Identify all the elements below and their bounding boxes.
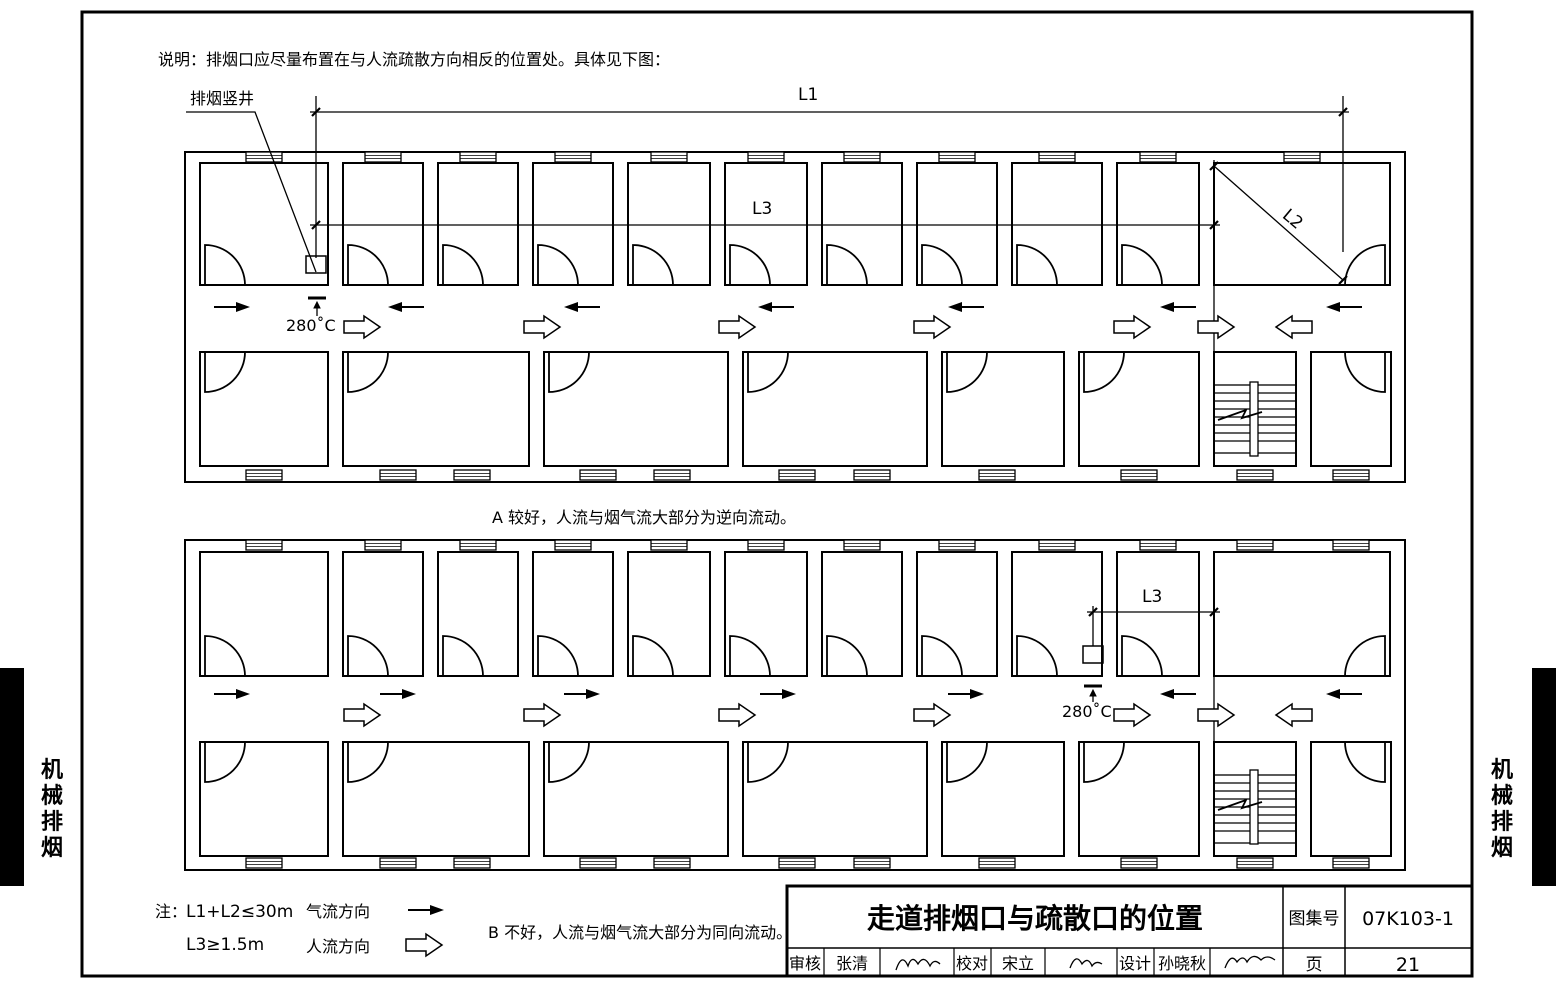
check-name: 宋立	[1002, 954, 1034, 973]
dim-l1	[310, 96, 1349, 258]
side-tab-left	[0, 668, 24, 886]
solid-arrow-icon	[213, 301, 1363, 313]
dim-l2	[1209, 161, 1348, 285]
door-swing-icon	[204, 351, 1386, 393]
plan-a: 排烟竖井 L1 L3 L2	[184, 85, 1406, 483]
stair-icon	[1213, 769, 1297, 845]
dim-l3-b	[1087, 606, 1220, 742]
fire-damper-marker	[308, 296, 326, 316]
title-block	[785, 884, 1474, 978]
caption-b: B 不好，人流与烟气流大部分为同向流动。	[488, 923, 792, 942]
drawing-title: 走道排烟口与疏散口的位置	[867, 902, 1203, 935]
temp-label: 280˚C	[286, 316, 336, 335]
sheet-border	[80, 10, 1474, 978]
signature-check	[1069, 958, 1103, 969]
stair-icon	[1213, 381, 1297, 457]
smoke-outlet-icon	[1082, 645, 1104, 664]
dim-l1-label: L1	[798, 85, 818, 105]
top-note: 说明：排烟口应尽量布置在与人流疏散方向相反的位置处。具体见下图：	[158, 50, 670, 69]
side-label-right: 机 械 排 烟	[1490, 758, 1513, 861]
page-label: 页	[1306, 955, 1323, 975]
temp-label-b: 280˚C	[1062, 702, 1112, 721]
door-swing-icon	[204, 244, 1386, 286]
shaft-leader	[186, 111, 317, 273]
hollow-arrow-icon	[343, 315, 1313, 339]
atlas-label: 图集号	[1289, 909, 1340, 929]
legend-cond2: L3≥1.5m	[186, 935, 264, 955]
dim-l3	[310, 160, 1220, 352]
legend-people-flow: 人流方向	[306, 937, 370, 956]
atlas-number: 07K103-1	[1362, 908, 1454, 930]
page-number: 21	[1396, 954, 1420, 976]
signature-review	[895, 958, 941, 971]
design-label: 设计	[1119, 954, 1151, 973]
side-label-left: 机 械 排 烟	[40, 758, 63, 861]
plan-b-top-rooms	[199, 551, 1391, 677]
caption-a: A 较好，人流与烟气流大部分为逆向流动。	[492, 508, 796, 527]
review-name: 张清	[836, 954, 868, 973]
solid-arrow-icon	[407, 904, 445, 916]
hollow-arrow-icon	[405, 933, 443, 957]
plan-a-top-rooms	[199, 162, 1391, 286]
signature-design	[1224, 955, 1276, 969]
plan-b: L3 280˚C	[184, 539, 1406, 871]
dim-l3-b-label: L3	[1142, 587, 1162, 607]
legend-note-prefix: 注：	[155, 902, 187, 921]
legend-cond1: L1+L2≤30m	[186, 902, 293, 922]
review-label: 审核	[789, 954, 821, 973]
dim-l2-label: L2	[1278, 205, 1306, 233]
shaft-label: 排烟竖井	[190, 89, 254, 108]
hollow-arrow-icon	[343, 703, 1313, 727]
legend: 注： L1+L2≤30m L3≥1.5m 气流方向 人流方向	[155, 902, 445, 957]
door-swing-icon	[204, 635, 1386, 677]
check-label: 校对	[956, 954, 988, 973]
solid-arrow-icon	[213, 688, 1363, 700]
plan-b-bottom-rooms	[199, 741, 1392, 857]
design-name: 孙晓秋	[1158, 954, 1206, 973]
legend-air-flow: 气流方向	[306, 902, 370, 921]
fire-damper-marker	[1084, 684, 1102, 702]
door-swing-icon	[204, 741, 1386, 783]
dim-l3-label: L3	[752, 199, 772, 219]
plan-a-bottom-rooms	[199, 351, 1392, 467]
side-tab-right	[1532, 668, 1556, 886]
